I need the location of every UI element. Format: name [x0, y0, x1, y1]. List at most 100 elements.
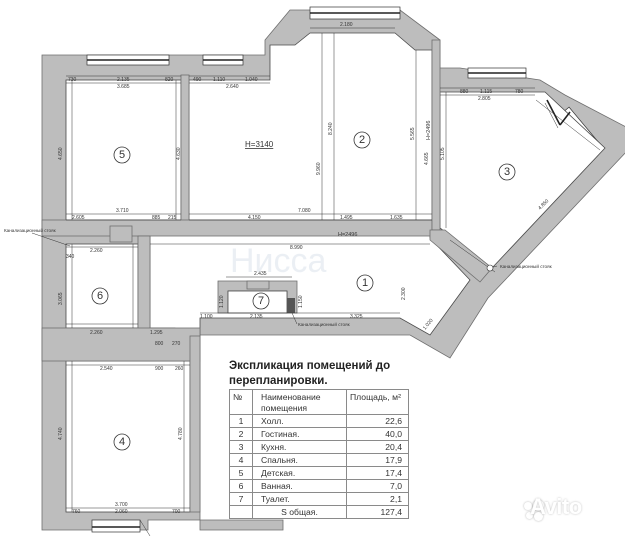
svg-text:1.040: 1.040: [245, 77, 258, 83]
svg-text:2.180: 2.180: [340, 22, 353, 28]
svg-text:700: 700: [172, 509, 181, 515]
svg-text:1.115: 1.115: [480, 89, 492, 95]
svg-text:260: 260: [175, 366, 184, 372]
row-area: 22,6: [346, 414, 409, 428]
svg-text:2.260: 2.260: [90, 330, 103, 336]
room-labels: 1 2 3 4 5 6 7: [91, 131, 516, 451]
svg-text:4: 4: [119, 436, 125, 448]
svg-text:1.295: 1.295: [150, 330, 163, 336]
row-no: 3: [229, 440, 253, 454]
svg-text:215: 215: [168, 215, 177, 221]
svg-text:2.640: 2.640: [226, 84, 239, 90]
table-header-row: № Наименование помещения Площадь, м²: [229, 389, 409, 415]
svg-text:4.630: 4.630: [176, 147, 182, 160]
row-area: 17,4: [346, 466, 409, 480]
total-label: S общая.: [252, 505, 347, 519]
svg-text:2.605: 2.605: [72, 215, 85, 221]
svg-text:9.960: 9.960: [316, 162, 322, 175]
row-name: Детская.: [252, 466, 347, 480]
ceiling-height-main: H=3140: [245, 140, 274, 149]
sewer-riser-note-1: Канализационный стояк: [4, 227, 57, 233]
svg-text:4.740: 4.740: [58, 427, 64, 440]
row-name: Ванная.: [252, 479, 347, 493]
svg-text:800: 800: [155, 341, 164, 347]
row-area: 40,0: [346, 427, 409, 441]
total-area: 127,4: [346, 505, 409, 519]
internal-walls: [41, 39, 571, 513]
watermark-faint: Нисса: [230, 242, 327, 280]
svg-text:1.100: 1.100: [200, 314, 213, 320]
room-label-6: 6: [91, 287, 109, 305]
svg-text:270: 270: [172, 341, 181, 347]
svg-text:1.110: 1.110: [213, 77, 225, 83]
svg-text:4.665: 4.665: [424, 152, 430, 165]
ceiling-height-kitchen: H=2496: [426, 121, 432, 140]
row-no: 6: [229, 479, 253, 493]
room-label-7: 7: [252, 292, 270, 310]
svg-text:5: 5: [119, 149, 125, 161]
table-total-row: S общая. 127,4: [229, 505, 409, 519]
header-no: №: [229, 389, 253, 415]
svg-text:2.805: 2.805: [478, 96, 491, 102]
svg-text:8.990: 8.990: [290, 245, 303, 251]
row-area: 17,9: [346, 453, 409, 467]
dimension-lines: [66, 27, 601, 512]
room-6-bathroom: [65, 243, 139, 329]
explication-title: Экспликация помещений до перепланировки.: [229, 360, 391, 387]
svg-text:2.435: 2.435: [254, 271, 267, 277]
svg-text:1.150: 1.150: [298, 295, 304, 308]
svg-text:8.240: 8.240: [328, 122, 334, 135]
row-area: 2,1: [346, 492, 409, 506]
svg-text:4.780: 4.780: [178, 427, 184, 440]
svg-text:5.105: 5.105: [440, 147, 446, 160]
svg-text:3.710: 3.710: [116, 208, 129, 214]
ceiling-height-hall: H=2496: [338, 232, 357, 238]
riser-icon: [287, 298, 295, 313]
svg-text:3.065: 3.065: [58, 292, 64, 305]
svg-text:3.685: 3.685: [117, 84, 130, 90]
row-no: 7: [229, 492, 253, 506]
svg-text:900: 900: [155, 366, 164, 372]
room-label-3: 3: [498, 163, 516, 181]
svg-text:1.120: 1.120: [219, 295, 225, 308]
svg-text:1.635: 1.635: [390, 215, 403, 221]
svg-text:2.540: 2.540: [100, 366, 113, 372]
room-label-2: 2: [353, 131, 371, 149]
svg-text:880: 880: [460, 89, 469, 95]
svg-text:2.060: 2.060: [115, 509, 128, 515]
svg-text:3.700: 3.700: [115, 502, 128, 508]
svg-text:820: 820: [165, 77, 174, 83]
svg-text:780: 780: [515, 89, 524, 95]
row-no: 1: [229, 414, 253, 428]
svg-text:6: 6: [97, 290, 103, 302]
row-name: Холл.: [252, 414, 347, 428]
svg-text:885: 885: [152, 215, 161, 221]
row-no: 4: [229, 453, 253, 467]
svg-text:3.325: 3.325: [350, 314, 363, 320]
total-blank: [229, 505, 253, 519]
row-name: Спальня.: [252, 453, 347, 467]
svg-text:4.650: 4.650: [58, 147, 64, 160]
svg-text:1: 1: [362, 277, 368, 289]
svg-text:2: 2: [359, 134, 365, 146]
svg-text:7.080: 7.080: [298, 208, 311, 214]
row-area: 20,4: [346, 440, 409, 454]
doors: [139, 102, 559, 537]
room-label-1: 1: [356, 274, 374, 292]
svg-text:2.135: 2.135: [117, 77, 130, 83]
svg-text:490: 490: [193, 77, 202, 83]
sewer-riser-note-3: Канализационный стояк: [500, 263, 553, 269]
svg-text:2.300: 2.300: [401, 287, 407, 300]
row-name: Кухня.: [252, 440, 347, 454]
room-label-5: 5: [113, 146, 131, 164]
svg-text:730: 730: [68, 77, 77, 83]
svg-text:2.260: 2.260: [90, 248, 103, 254]
